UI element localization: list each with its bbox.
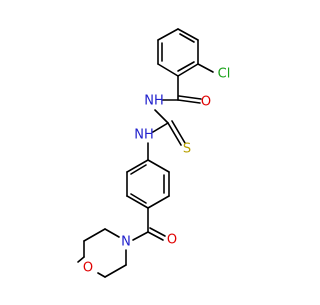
morph-co-bond-2 xyxy=(149,227,166,237)
amide-co-bond-2 xyxy=(178,95,202,100)
amide-co-bond-1 xyxy=(177,99,201,104)
thio-cs-bond-1 xyxy=(167,122,182,146)
morph-co-bond-1 xyxy=(147,231,164,241)
c-cl-bond xyxy=(197,63,214,73)
morpholine-oxygen-label: O xyxy=(83,261,93,276)
carbonyl-n-bond xyxy=(132,231,149,241)
molecule-canvas: Cl O NH S NH xyxy=(77,28,231,278)
chlorine-atom-label: Cl xyxy=(218,67,231,82)
carbonyl-oxygen-label: O xyxy=(167,233,177,248)
nh-thiourea-bond xyxy=(154,109,169,124)
morpholine-nitrogen-label: N xyxy=(121,235,131,250)
upper-nh-label: NH xyxy=(144,94,164,109)
phenylene-ring xyxy=(126,159,170,209)
molecule-structure: Cl O NH S NH xyxy=(77,28,231,278)
chlorobenzene-ring xyxy=(157,28,199,77)
lower-nh-label: NH xyxy=(134,128,154,143)
morpholine-ring xyxy=(77,228,127,278)
sulfur-atom-label: S xyxy=(183,142,191,157)
thio-nh-bond xyxy=(152,122,169,133)
amide-oxygen-label: O xyxy=(201,95,211,110)
thio-cs-bond-2 xyxy=(171,120,186,144)
